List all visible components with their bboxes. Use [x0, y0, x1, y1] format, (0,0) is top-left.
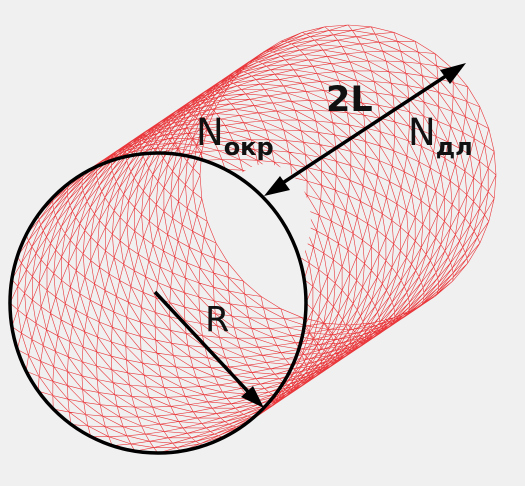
longitudinal-label: Nдл [408, 111, 473, 161]
radius-label: R [205, 300, 229, 340]
circumferential-label: Nокр [196, 111, 274, 161]
radius-arrow [153, 290, 264, 408]
length-arrow-head-bottom [264, 176, 290, 196]
length-arrow-head-top [440, 63, 466, 84]
length-label: 2L [326, 80, 373, 120]
front-circle-outline [8, 151, 308, 455]
front-opening [221, 164, 311, 280]
length-arrow [264, 63, 466, 196]
radius-arrow-head [241, 386, 264, 408]
